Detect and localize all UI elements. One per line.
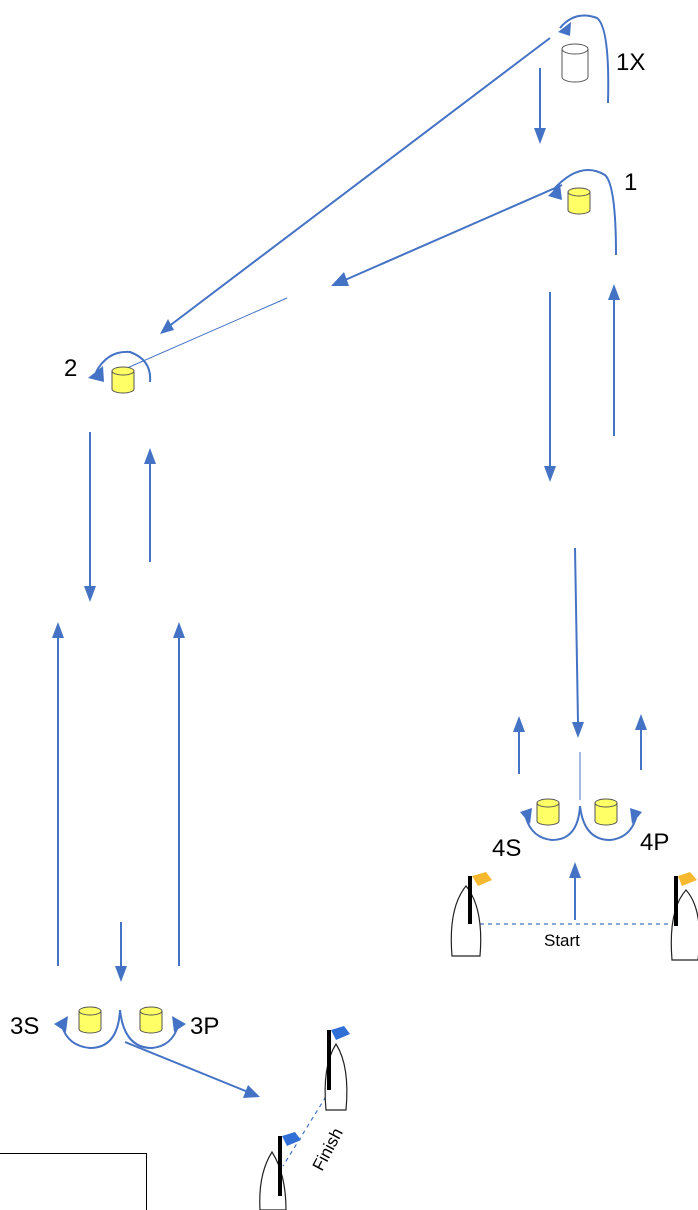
- mark-3p-label: 3P: [190, 1013, 219, 1040]
- mark-4s-buoy-icon: [536, 798, 560, 826]
- finish-label: Finish: [309, 1125, 347, 1174]
- start-line: Start: [450, 872, 698, 961]
- start-boat-starboard: [670, 872, 698, 961]
- boat-hull-icon: [259, 1150, 287, 1210]
- mark-2: 2: [64, 350, 152, 394]
- leg-2-up: [144, 448, 156, 562]
- orange-flag-icon: [472, 872, 492, 886]
- legend-box: [0, 1153, 147, 1210]
- mark-3s-label: 3S: [10, 1013, 39, 1040]
- mark-2-buoy-icon: [111, 366, 135, 394]
- leg-1x-to-1: [534, 68, 546, 144]
- blue-flag-icon: [331, 1026, 350, 1040]
- boat-hull-icon: [450, 885, 482, 957]
- mark-3p-buoy-icon: [139, 1006, 163, 1034]
- mark-4p-rounding-arc: [579, 805, 637, 842]
- leg-start-up: [569, 862, 581, 920]
- mark-3s-buoy-icon: [78, 1006, 102, 1034]
- leg-1-up: [608, 284, 620, 436]
- mark-1: 1: [548, 169, 637, 256]
- mark-4s-rounding-arc: [525, 805, 581, 842]
- mark-3p-rounding-arc: [119, 1009, 179, 1050]
- mark-1x: 1X: [558, 14, 645, 104]
- mark-1x-rounding-arc: [559, 14, 610, 104]
- orange-flag-icon: [678, 872, 697, 886]
- finish-line: Finish: [259, 1026, 350, 1210]
- mark-2-label: 2: [64, 355, 77, 382]
- finish-boat-lower: [259, 1132, 301, 1210]
- mark-4p-buoy-icon: [594, 798, 618, 826]
- leg-1-to-2: [117, 184, 563, 373]
- start-boat-port: [450, 872, 492, 957]
- mark-4s-label: 4S: [492, 835, 521, 862]
- leg-4s-up: [513, 716, 525, 774]
- leg-4p-up: [635, 714, 647, 770]
- blue-flag-icon: [282, 1132, 301, 1146]
- mark-1-label: 1: [624, 169, 637, 196]
- leg-3p-up: [173, 622, 185, 966]
- start-label: Start: [544, 931, 580, 950]
- leg-to-finish: [124, 1041, 260, 1098]
- mark-3s-rounding-arc: [61, 1009, 121, 1050]
- gate-3: 3S 3P: [10, 1006, 219, 1050]
- mark-1x-buoy-icon: [561, 43, 589, 83]
- leg-1x-to-2: [160, 37, 551, 334]
- finish-boat-upper: [324, 1026, 350, 1111]
- gate-4: 4S 4P: [492, 752, 669, 862]
- leg-to-gate-4: [572, 547, 584, 738]
- leg-1-down: [544, 292, 556, 482]
- mark-4p-label: 4P: [640, 829, 669, 856]
- leg-2-down: [84, 432, 96, 602]
- mark-2-rounding-arc: [95, 350, 152, 383]
- mark-1-buoy-icon: [567, 187, 591, 215]
- mark-1x-label: 1X: [616, 49, 645, 76]
- leg-to-gate-3: [115, 922, 127, 982]
- mark-1-rounding-arc: [552, 169, 617, 256]
- finish-line-dashed: [282, 1089, 331, 1167]
- leg-3s-up: [52, 622, 64, 966]
